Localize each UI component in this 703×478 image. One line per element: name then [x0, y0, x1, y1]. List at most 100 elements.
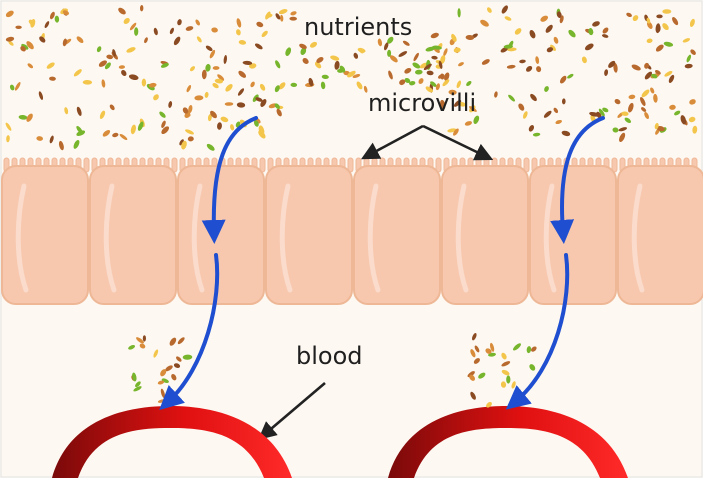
nutrient-particle	[184, 112, 190, 118]
nutrient-particle	[568, 29, 576, 38]
nutrient-particle	[187, 136, 194, 142]
nutrients-label: nutrients	[304, 13, 413, 41]
nutrient-particle	[217, 122, 222, 130]
nutrient-particle	[487, 7, 492, 13]
nutrient-particle	[423, 63, 432, 71]
nutrient-particle	[238, 40, 247, 45]
nutrient-particle	[468, 106, 477, 112]
nutrient-particle	[662, 23, 669, 31]
nutrient-particle	[15, 25, 22, 30]
nutrient-particle	[119, 134, 128, 140]
nutrient-particle	[614, 98, 621, 105]
nutrient-particle	[195, 19, 200, 26]
nutrient-particle	[646, 17, 651, 24]
nutrient-particle	[431, 55, 438, 60]
nutrient-particle	[185, 26, 194, 31]
nutrient-particle	[38, 91, 44, 100]
nutrient-particle	[137, 121, 144, 131]
nutrient-particle	[588, 28, 594, 36]
nutrient-particle	[73, 69, 82, 77]
nutrient-particle	[46, 62, 55, 69]
blood-pointer-arrow	[258, 382, 326, 440]
nutrient-particle	[153, 27, 158, 36]
nutrient-particle	[209, 49, 216, 59]
nutrient-particle	[20, 45, 26, 52]
nutrient-particle	[106, 54, 114, 60]
nutrient-particle	[153, 349, 159, 358]
nutrient-particle	[529, 364, 536, 371]
nutrient-particle	[536, 66, 542, 73]
nutrient-particle	[123, 17, 130, 25]
nutrient-particle	[528, 125, 535, 132]
nutrient-particle	[508, 94, 516, 102]
nutrient-particle	[466, 80, 472, 87]
nutrient-particle	[457, 8, 461, 18]
nutrient-particle	[478, 372, 486, 379]
nutrient-particle	[480, 19, 489, 27]
nutrient-particle	[481, 59, 490, 65]
nutrient-particle	[425, 46, 435, 52]
nutrient-particle	[99, 110, 106, 119]
nutrient-particle	[601, 34, 609, 38]
nutrient-particle	[513, 343, 521, 351]
nutrient-particle	[58, 140, 64, 151]
nutrient-particle	[664, 70, 673, 77]
nutrient-particle	[442, 79, 450, 87]
nutrient-particle	[98, 60, 107, 67]
nutrient-particle	[160, 62, 169, 68]
nutrient-particle	[470, 391, 476, 400]
blood-vessel-right	[388, 406, 628, 478]
nutrient-particle	[250, 81, 255, 88]
nutrient-particle	[314, 61, 322, 69]
nutrient-particle	[529, 30, 536, 39]
nutrient-particle	[109, 104, 115, 111]
nutrient-particle	[26, 41, 34, 50]
nutrient-particle	[544, 86, 549, 92]
nutrient-particle	[136, 337, 144, 344]
nutrient-particle	[205, 45, 213, 52]
nutrient-particle	[453, 47, 461, 53]
nutrient-particle	[76, 36, 84, 43]
nutrient-particle	[254, 120, 259, 127]
nutrient-particle	[644, 111, 649, 120]
nutrient-particle	[608, 60, 616, 68]
nutrient-particle	[308, 77, 314, 87]
nutrient-particle	[430, 32, 439, 39]
nutrient-particle	[489, 342, 495, 352]
nutrient-particle	[62, 38, 68, 47]
nutrient-particle	[388, 70, 393, 80]
nutrient-particle	[589, 111, 599, 117]
nutrient-particle	[465, 34, 475, 41]
nutrient-particle	[413, 52, 419, 62]
nutrient-particle	[672, 17, 679, 26]
nutrient-particle	[212, 66, 220, 70]
nutrient-particle	[404, 67, 412, 74]
nutrient-particle	[682, 38, 691, 43]
nutrient-particle	[412, 62, 421, 69]
nutrient-particle	[321, 74, 329, 80]
nutrient-particle	[559, 75, 567, 84]
nutrient-particle	[265, 11, 271, 20]
nutrient-particle	[211, 27, 218, 33]
nutrient-particle	[470, 349, 476, 358]
nutrient-particle	[402, 40, 410, 46]
nutrient-particle	[6, 135, 10, 143]
nutrient-particle	[641, 89, 650, 98]
nutrient-particle	[9, 84, 15, 91]
nutrient-particle	[438, 60, 443, 69]
nutrient-particle	[242, 60, 253, 65]
nutrient-particle	[39, 36, 46, 43]
nutrient-particle	[330, 55, 340, 61]
nutrient-particle	[309, 41, 318, 48]
nutrient-particle	[503, 44, 513, 49]
nutrient-particle	[112, 49, 116, 57]
nutrient-particle	[135, 381, 141, 388]
nutrient-particle	[185, 129, 194, 135]
nutrient-particle	[561, 130, 571, 137]
nutrient-particle	[142, 335, 146, 342]
nutrient-particle	[650, 87, 655, 94]
nutrient-particle	[409, 81, 416, 86]
nutrient-particle	[181, 140, 187, 150]
nutrient-particle	[419, 62, 428, 69]
